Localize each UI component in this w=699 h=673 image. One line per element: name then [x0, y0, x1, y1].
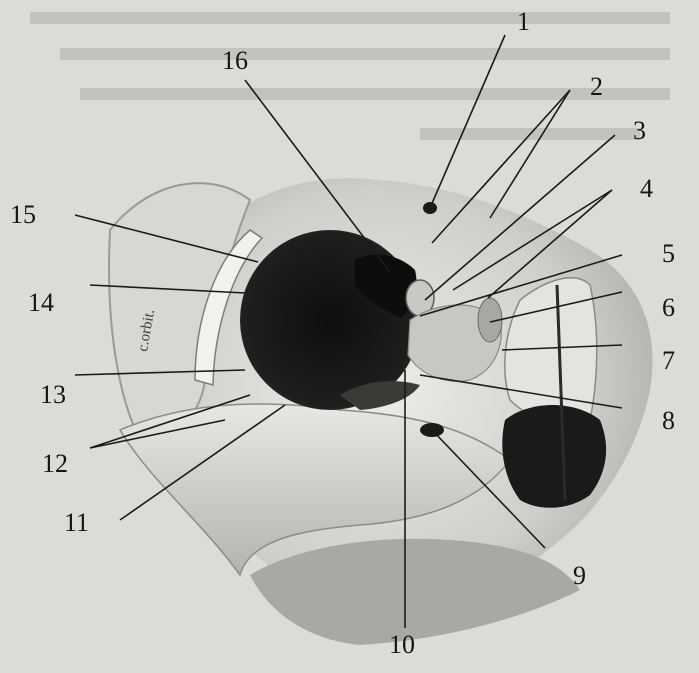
callout-7: 7 — [662, 348, 675, 374]
callout-10: 10 — [389, 632, 415, 658]
callout-15: 15 — [10, 202, 36, 228]
leader-line-2b — [490, 90, 570, 218]
callout-1: 1 — [517, 9, 530, 35]
callout-14: 14 — [28, 290, 54, 316]
callout-9: 9 — [573, 563, 586, 589]
callout-8: 8 — [662, 408, 675, 434]
maxilla-body — [250, 539, 580, 645]
leader-line-1 — [430, 35, 505, 208]
callout-3: 3 — [633, 118, 646, 144]
callout-16: 16 — [222, 48, 248, 74]
background-text-lines — [30, 12, 670, 140]
callout-4: 4 — [640, 176, 653, 202]
callout-11: 11 — [64, 510, 89, 536]
callout-2: 2 — [590, 74, 603, 100]
nasal-cavity-opening — [502, 405, 606, 508]
callout-12: 12 — [42, 451, 68, 477]
callout-6: 6 — [662, 295, 675, 321]
callout-5: 5 — [662, 241, 675, 267]
callout-13: 13 — [40, 382, 66, 408]
